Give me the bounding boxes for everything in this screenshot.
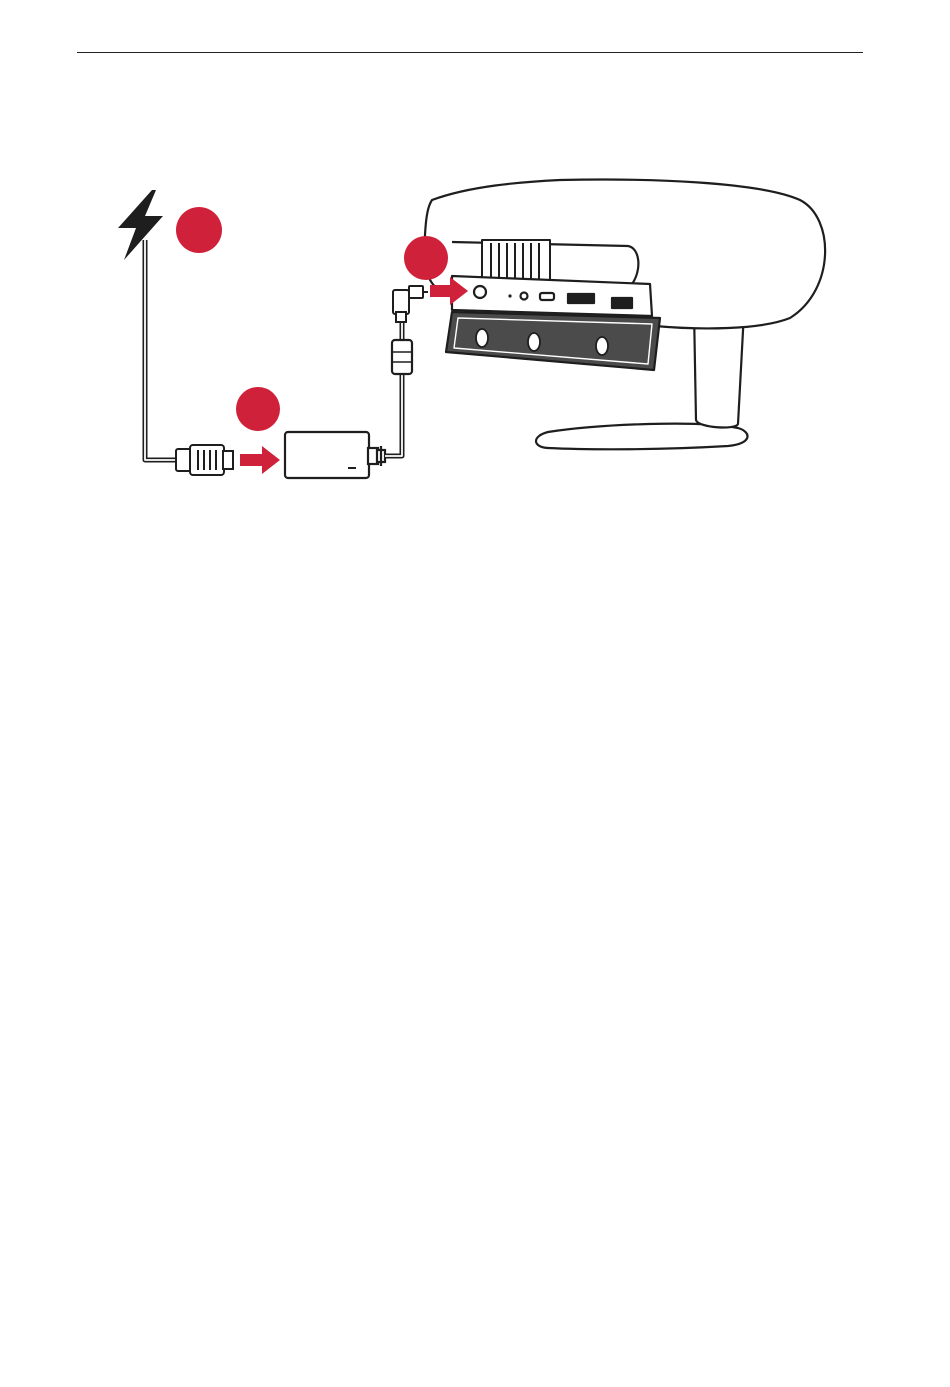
audio-jack: [521, 293, 528, 300]
dc-right-angle-plug: [393, 286, 428, 322]
ac-plug: [176, 445, 233, 475]
arrow-right-icon: [240, 446, 280, 474]
vent-grille: [482, 240, 550, 282]
projector: [424, 180, 825, 450]
wall-power-cord: [145, 240, 178, 460]
lightning-bolt-icon: [118, 190, 163, 260]
wall-power-cord-inner: [145, 240, 178, 460]
step-marker-2: [236, 387, 280, 431]
step-marker-3: [404, 236, 448, 280]
dc-cable-inner: [385, 300, 402, 456]
step-marker-1: [176, 207, 222, 253]
power-connection-diagram: [0, 0, 950, 520]
usb-a-port: [612, 298, 632, 308]
usb-c-port: [540, 293, 554, 300]
hdmi-port: [568, 294, 594, 303]
reset-pinhole: [508, 294, 511, 297]
dc-cable: [385, 300, 402, 456]
dc-in-port: [474, 286, 486, 298]
ferrite-bead: [392, 340, 412, 374]
power-adapter: [285, 432, 385, 478]
